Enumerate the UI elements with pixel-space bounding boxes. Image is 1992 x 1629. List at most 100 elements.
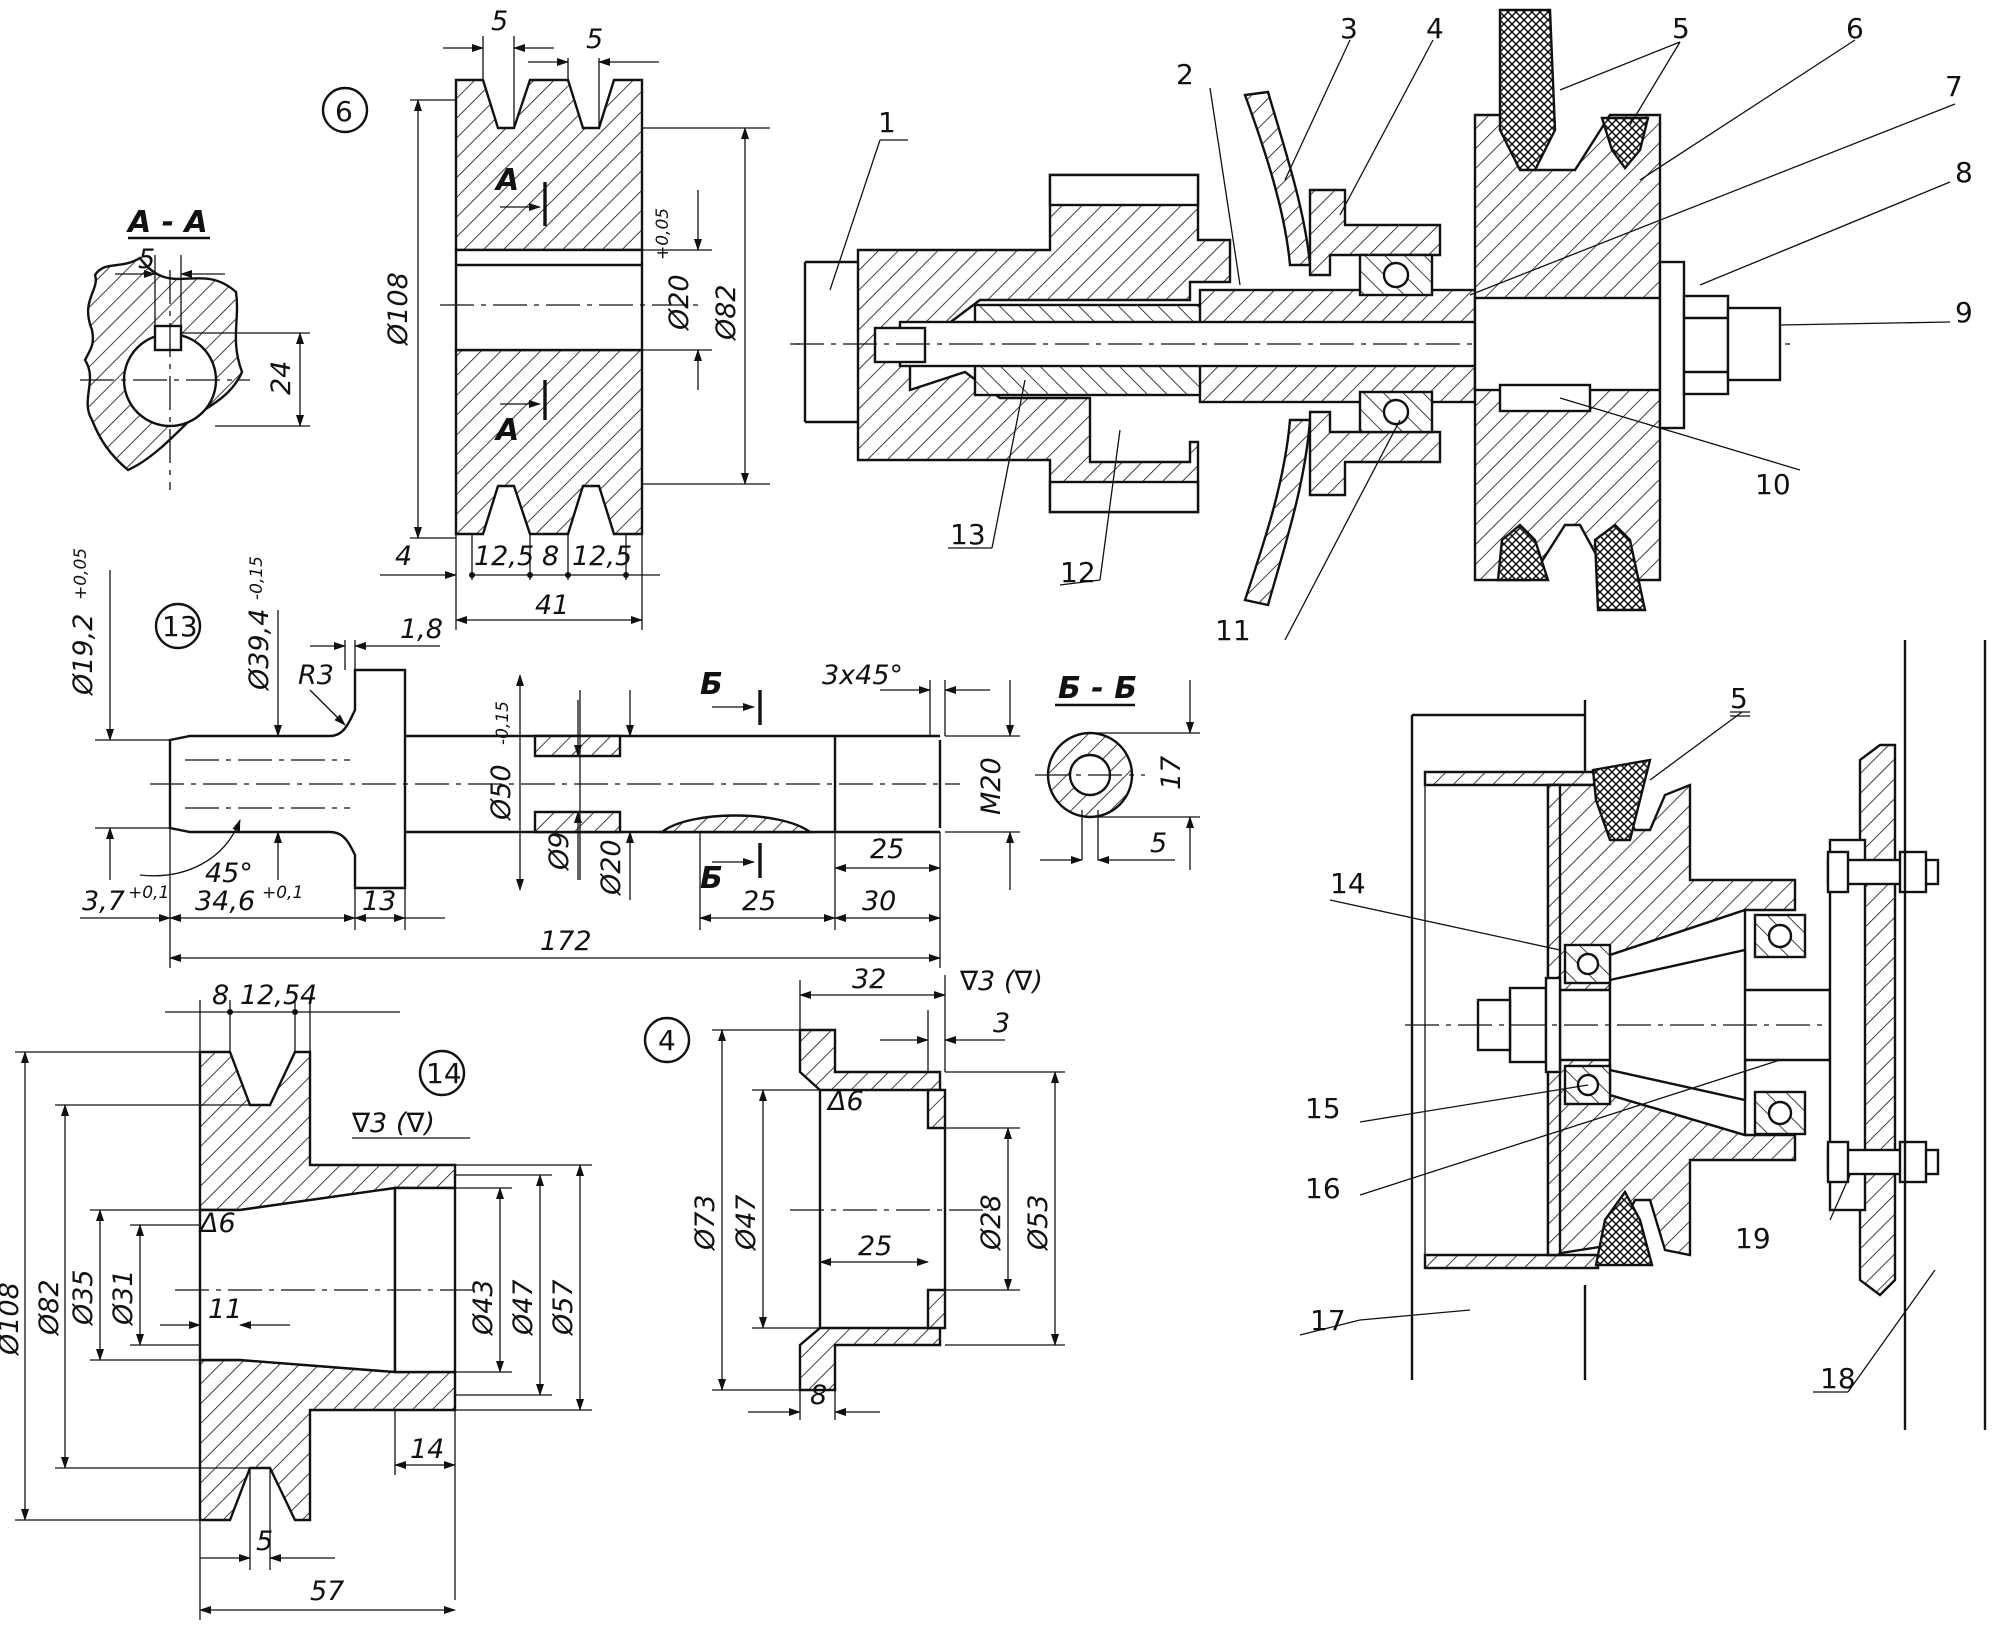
lower-callouts [1299, 711, 1936, 1393]
coupling-12-flange-bottom [1048, 480, 1200, 514]
dim-13-l172: 172 [540, 926, 592, 957]
dim-14-l14: 14 [410, 1434, 444, 1465]
pulley-6-lower-section [454, 348, 644, 536]
section-aa-title: A - A [126, 205, 208, 240]
dim-14-w125: 12,5 [240, 980, 300, 1011]
callout-7: 7 [1945, 70, 1963, 103]
detail-6-id: 6 [335, 95, 353, 128]
dim-13-dia192-tol: +0,05 [71, 548, 91, 600]
pulley-6-upper-section [454, 78, 644, 252]
callout-12: 12 [1060, 556, 1096, 589]
dim-6-b41: 41 [535, 590, 569, 621]
dim-13-m20: M20 [976, 757, 1007, 815]
section-bb: Б - Б 5 17 [1035, 671, 1200, 870]
detail-4-circle [643, 1016, 691, 1064]
dim-6-groove-width-2: 5 [586, 24, 603, 55]
belt-5-f [1594, 1189, 1654, 1267]
dim-13-l30: 30 [862, 886, 896, 917]
detail-14-bore-step [393, 1186, 457, 1374]
main-callouts [829, 39, 1956, 641]
dim-4-dia28: Ø28 [976, 1194, 1007, 1251]
dim-13-dia50-tol: -0,15 [493, 701, 513, 745]
section-b-label-top: Б [700, 667, 723, 702]
section-aa: A - A 5 24 [80, 205, 310, 490]
detail-14-id: 14 [426, 1057, 462, 1090]
dim-14-dia108: Ø108 [0, 1282, 25, 1356]
detail-4-bottom-wall-bottom [926, 1288, 947, 1330]
callout-16: 16 [1305, 1172, 1341, 1205]
pulley-6-bore [454, 248, 644, 352]
detail-13-id: 13 [162, 610, 198, 643]
dim-13-l25b: 25 [870, 834, 904, 865]
shaft-13-outline [168, 668, 407, 890]
dim-6-b125b: 12,5 [572, 541, 632, 572]
dim-13-chamfer: 3x45° [822, 660, 903, 691]
detail-14: 8 12,5 4 ∇3 (∇) Δ6 Ø108 Ø82 Ø35 Ø31 11 Ø… [0, 980, 592, 1620]
dim-14-dia57: Ø57 [548, 1279, 579, 1336]
dim-13-l37-tol: +0,1 [128, 883, 169, 903]
callout-19: 19 [1735, 1222, 1771, 1255]
dim-4-l32: 32 [852, 964, 886, 995]
callout-14: 14 [1330, 867, 1366, 900]
callout-4: 4 [1426, 12, 1444, 45]
dim-13-ang45: 45° [205, 858, 253, 889]
dim-4-rough: ∇3 (∇) [959, 966, 1043, 997]
dim-13-dia394-tol: -0,15 [247, 556, 267, 600]
callout-5-lower: 5 [1730, 682, 1748, 715]
dim-14-dia82: Ø82 [34, 1279, 65, 1336]
callout-15: 15 [1305, 1092, 1341, 1125]
washer-8 [1658, 260, 1686, 430]
detail-13-shaft: Б Б Ø19,2 +0,05 Ø39,4 -0,15 1,8 R3 Ø50 -… [68, 548, 1020, 968]
detail-4-bottom-wall-top [926, 1088, 947, 1130]
dim-4-dia73: Ø73 [690, 1194, 721, 1251]
plate-3-top [1243, 90, 1312, 267]
dim-14-w8: 8 [212, 980, 229, 1011]
dim-4-l25: 25 [858, 1231, 892, 1262]
section-a-label-top: A [494, 163, 519, 198]
dim-14-rough: ∇3 (∇) [351, 1108, 435, 1139]
dim-13-dia394: Ø39,4 [244, 609, 275, 691]
dim-14-dia43: Ø43 [468, 1279, 499, 1336]
dim-14-tri6: Δ6 [198, 1208, 236, 1239]
bearing-15-bottom [1563, 1064, 1612, 1106]
detail-14-circle [418, 1049, 466, 1097]
main-assembly [790, 8, 1790, 612]
dim-13-r3: R3 [298, 660, 334, 691]
section-aa-keyway [153, 324, 183, 352]
dim-6-groove-width-1: 5 [491, 6, 508, 37]
callout-11: 11 [1215, 614, 1251, 647]
detail-4: Δ6 32 ∇3 (∇) 3 Ø73 Ø47 Ø28 Ø53 25 [643, 964, 1065, 1420]
plate-3-bottom [1243, 418, 1312, 607]
dim-4-l8: 8 [810, 1380, 827, 1411]
dim-aa-w5: 5 [138, 244, 155, 275]
callout-6: 6 [1846, 12, 1864, 45]
callout-10: 10 [1755, 468, 1791, 501]
detail-4-upper [798, 1028, 942, 1092]
dim-13-dia50: Ø50 [486, 764, 517, 821]
bearing-11-top [1358, 253, 1434, 297]
dim-bb-w5: 5 [1150, 828, 1167, 859]
callout-13: 13 [950, 518, 986, 551]
bolt-9-end [873, 326, 927, 364]
dim-13-dia9: Ø9 [544, 832, 575, 871]
callout-5: 5 [1672, 12, 1690, 45]
callout-18: 18 [1820, 1362, 1856, 1395]
frame-17-flange-bottom [1423, 1253, 1600, 1270]
frame-17-flange-top [1423, 770, 1600, 787]
dim-14-l11: 11 [208, 1294, 242, 1325]
dim-13-dia20: Ø20 [596, 839, 627, 896]
dim-4-l3: 3 [993, 1008, 1010, 1039]
belt-5-c [1496, 523, 1550, 582]
dim-6-dia82: Ø82 [711, 284, 742, 341]
dim-4-dia47: Ø47 [731, 1194, 762, 1251]
detail-13-circle [154, 602, 202, 650]
shaft-13-keyway [658, 814, 814, 834]
dim-13-l346: 34,6 [195, 886, 255, 917]
callout-17: 17 [1310, 1304, 1346, 1337]
belt-5-a [1498, 8, 1557, 172]
pulley-6-bore-assembled [1473, 296, 1662, 392]
dim-14-w4: 4 [300, 980, 317, 1011]
dim-aa-h24: 24 [266, 361, 297, 395]
